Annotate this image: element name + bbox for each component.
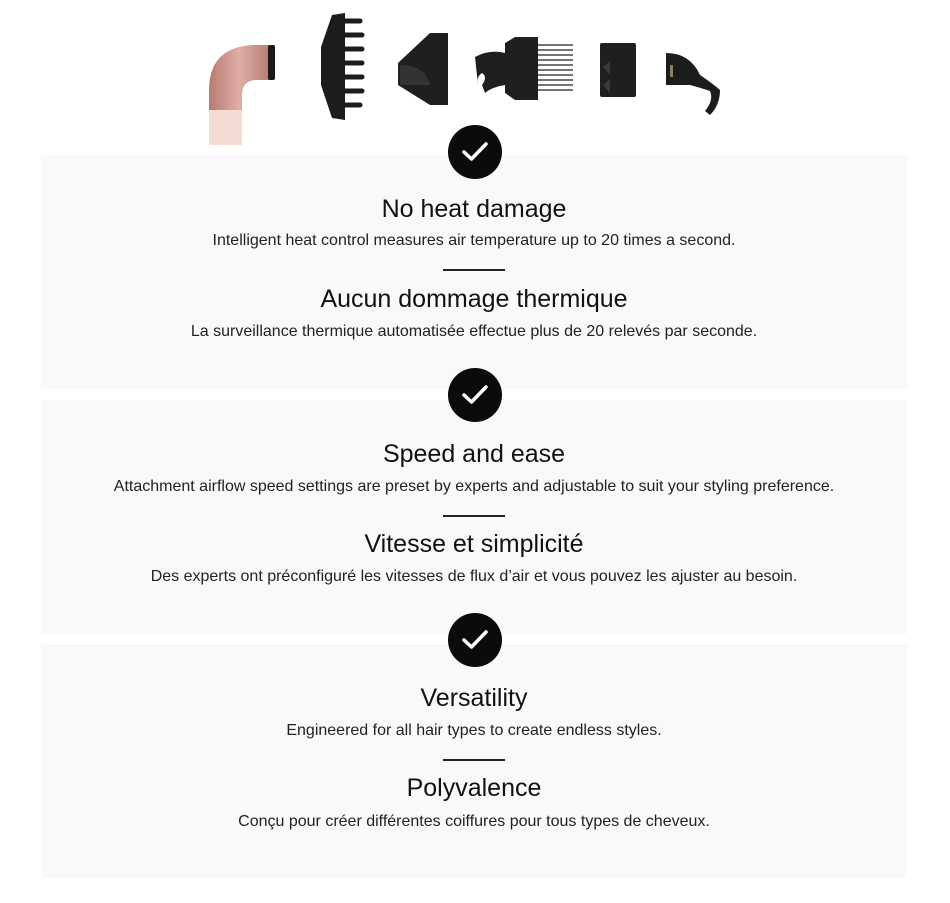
feature-desc-fr: La surveillance thermique automatisée ef…	[190, 323, 758, 340]
feature-title-fr: Vitesse et simplicité	[364, 530, 584, 558]
feature-panel-versatility: Versatility Engineered for all hair type…	[41, 644, 907, 878]
feature-desc-en: Engineered for all hair types to create …	[286, 722, 662, 739]
diffuser-attachment-icon	[321, 13, 365, 120]
nozzle-attachment-icon	[600, 43, 636, 97]
feature-desc-en: Intelligent heat control measures air te…	[212, 232, 736, 249]
divider	[443, 269, 505, 271]
checkmark-icon	[448, 125, 502, 179]
feature-desc-fr: Conçu pour créer différentes coiffures p…	[238, 813, 710, 830]
feature-title-en: Versatility	[420, 684, 528, 712]
hook-attachment-icon	[666, 53, 720, 115]
concentrator-attachment-icon	[398, 33, 448, 105]
divider	[443, 515, 505, 517]
feature-panel-heat: No heat damage Intelligent heat control …	[41, 155, 907, 389]
feature-desc-en: Attachment airflow speed settings are pr…	[113, 478, 835, 495]
checkmark-icon	[448, 368, 502, 422]
feature-desc-fr: Des experts ont préconfiguré les vitesse…	[150, 568, 798, 585]
elbow-attachment-icon	[209, 45, 275, 145]
feature-title-fr: Polyvalence	[406, 774, 542, 802]
wide-tooth-comb-attachment-icon	[475, 37, 573, 100]
checkmark-icon	[448, 613, 502, 667]
feature-title-en: No heat damage	[381, 195, 567, 223]
divider	[443, 759, 505, 761]
feature-panel-speed: Speed and ease Attachment airflow speed …	[41, 400, 907, 634]
attachments-image	[200, 5, 730, 150]
feature-title-fr: Aucun dommage thermique	[320, 285, 628, 313]
feature-title-en: Speed and ease	[382, 440, 566, 468]
